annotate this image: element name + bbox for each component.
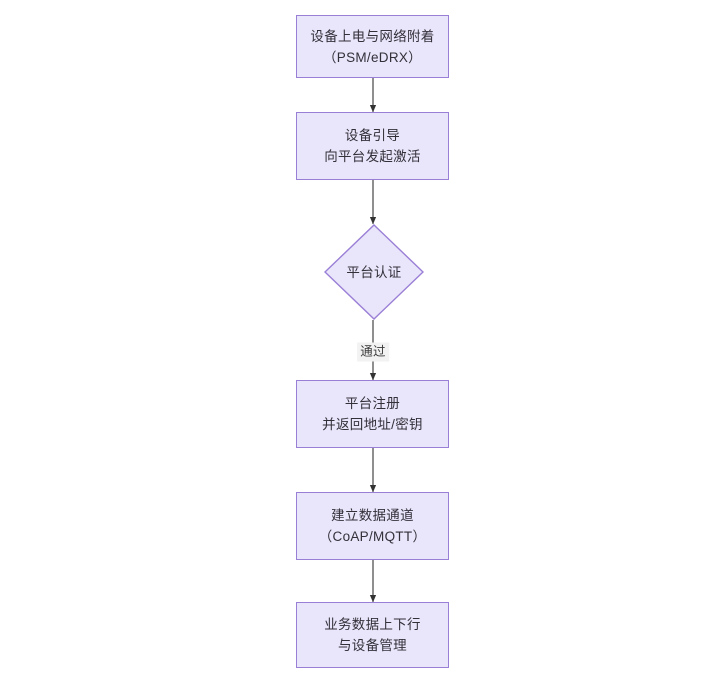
flow-edge-label-e3: 通过: [357, 342, 389, 362]
flow-node-label-n1: 设备上电与网络附着 （PSM/eDRX）: [310, 28, 435, 65]
flow-node-label-n4: 平台注册 并返回地址/密钥: [322, 396, 423, 432]
flow-node-label-n3: 平台认证: [346, 264, 402, 280]
flow-node-n2[interactable]: 设备引导 向平台发起激活: [296, 112, 449, 180]
flow-node-label-n5: 建立数据通道 （CoAP/MQTT）: [318, 508, 427, 544]
flow-node-label-n2: 设备引导 向平台发起激活: [324, 128, 421, 164]
flow-node-n5[interactable]: 建立数据通道 （CoAP/MQTT）: [296, 492, 449, 560]
flow-node-label-n6: 业务数据上下行 与设备管理: [324, 617, 421, 653]
flow-node-n3[interactable]: 平台认证: [324, 224, 424, 320]
flow-node-n1[interactable]: 设备上电与网络附着 （PSM/eDRX）: [296, 15, 449, 78]
flow-node-n4[interactable]: 平台注册 并返回地址/密钥: [296, 380, 449, 448]
flow-node-n6[interactable]: 业务数据上下行 与设备管理: [296, 602, 449, 668]
diamond-shape-icon: [324, 224, 424, 320]
